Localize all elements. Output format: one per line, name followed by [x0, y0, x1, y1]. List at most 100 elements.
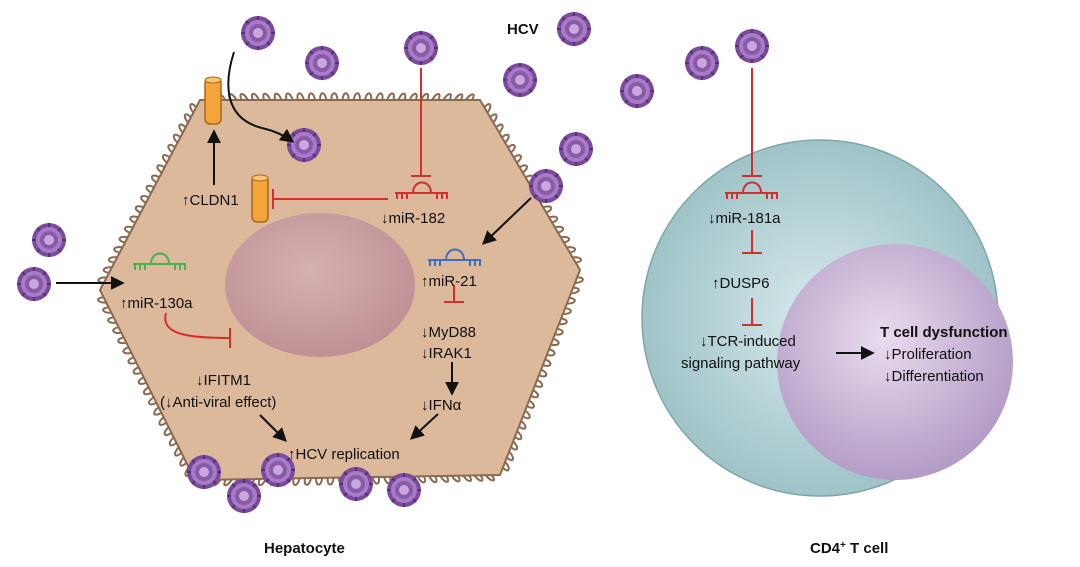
microvillus	[526, 399, 535, 409]
microvillus	[148, 396, 157, 406]
microvillus	[167, 143, 176, 154]
microvillus	[156, 164, 166, 174]
microvillus	[127, 356, 137, 365]
microvillus	[560, 235, 571, 244]
microvillus	[364, 92, 373, 101]
microvillus	[132, 366, 142, 375]
dusp6-label: ↑DUSP6	[712, 275, 770, 292]
microvillus	[574, 276, 584, 285]
microvillus	[501, 133, 510, 144]
microvillus	[554, 225, 565, 234]
microvillus	[570, 286, 580, 295]
up-arrow-icon: ↑	[182, 192, 190, 209]
antiviral-label: (↓Anti-viral effect)	[160, 394, 276, 411]
tcr-label-line1: ↓TCR-induced	[700, 333, 796, 350]
microvillus	[140, 195, 150, 204]
microvillus	[307, 92, 316, 101]
cd4-t-cell-caption: CD4+ T cell	[810, 540, 888, 558]
microvillus	[285, 92, 294, 101]
virus-icon	[556, 11, 592, 47]
microvillus	[123, 225, 134, 234]
microvillus	[554, 327, 564, 336]
t-cell-nucleus	[777, 244, 1013, 480]
microvillus	[102, 266, 113, 274]
microvillus	[153, 406, 162, 416]
cd4-t-cell	[641, 139, 1013, 497]
myd88-label: ↓MyD88	[421, 324, 476, 341]
microvillus	[371, 476, 381, 485]
proliferation-label: ↓Proliferation	[884, 346, 972, 363]
down-arrow-icon: ↓	[884, 368, 892, 385]
microvillus	[473, 474, 484, 482]
hepatocyte-nucleus	[225, 213, 415, 357]
activation-arrows	[56, 51, 875, 442]
microvillus	[303, 477, 312, 486]
mir130a-label: ↑miR-130a	[120, 295, 193, 312]
microvillus	[163, 426, 172, 437]
virus-icon	[16, 266, 52, 302]
microvillus	[118, 235, 128, 244]
hepatocyte-cell	[97, 92, 584, 487]
microvillus	[296, 92, 305, 101]
virus-icon	[386, 472, 422, 508]
microvillus	[122, 346, 132, 355]
up-arrow-icon: ↑	[712, 275, 720, 292]
irak1-label: ↓IRAK1	[421, 345, 472, 362]
mir181a-label: ↓miR-181a	[708, 210, 781, 227]
microvillus	[514, 430, 523, 441]
microvillus	[558, 317, 568, 326]
microvillus	[161, 154, 171, 164]
microvillus	[450, 475, 461, 483]
microvillus	[223, 478, 233, 487]
mir21-hairpin-icon	[428, 248, 481, 266]
microvillus	[542, 358, 552, 367]
microvillus	[513, 154, 522, 164]
microvillus	[502, 461, 510, 472]
hepatocyte-caption: Hepatocyte	[264, 540, 345, 557]
microvillus	[442, 93, 452, 101]
microvillus	[145, 184, 155, 194]
microvillus	[428, 475, 438, 484]
virus-icon	[286, 127, 322, 163]
down-arrow-icon: ↓	[884, 346, 892, 363]
hcv-label: HCV	[507, 21, 539, 38]
mir21-label: ↑miR-21	[421, 273, 477, 290]
microvillus	[107, 316, 117, 324]
mir130a-hairpin-icon	[133, 252, 186, 270]
microvillus	[572, 256, 582, 264]
microvillus	[326, 477, 335, 486]
microvillus	[189, 103, 197, 114]
microvillus	[273, 92, 283, 101]
microvillus	[464, 93, 475, 101]
microvillus	[566, 296, 576, 305]
microvillus	[134, 205, 144, 214]
microvillus	[439, 475, 450, 483]
virus-icon	[528, 168, 564, 204]
microvillus	[150, 174, 160, 184]
mir182-hairpin-icon	[395, 181, 448, 199]
microvillus	[417, 475, 427, 484]
microvillus	[462, 474, 472, 483]
microvillus	[518, 420, 527, 430]
cldn1-receptor-cytoplasm	[251, 174, 269, 223]
down-arrow-icon: ↓	[421, 345, 429, 362]
ifitm1-label: ↓IFITM1	[196, 372, 251, 389]
microvillus	[550, 337, 560, 347]
microvillus	[566, 246, 577, 254]
virus-icon	[338, 466, 374, 502]
hcv-replication-label: ↑HCV replication	[288, 446, 400, 463]
microvillus	[522, 409, 531, 420]
microvillus	[262, 92, 272, 101]
microvillus	[172, 133, 182, 144]
microvillus	[179, 456, 188, 467]
microvillus	[178, 123, 187, 134]
microvillus	[315, 477, 324, 486]
cldn1-label: ↑CLDN1	[182, 192, 239, 209]
tcell-dysfunction-title: T cell dysfunction	[880, 324, 1008, 341]
microvillus	[484, 474, 495, 482]
differentiation-label: ↓Differentiation	[884, 368, 984, 385]
microvillus	[250, 92, 260, 101]
down-arrow-icon: ↓	[381, 210, 389, 227]
microvillus	[352, 92, 361, 101]
